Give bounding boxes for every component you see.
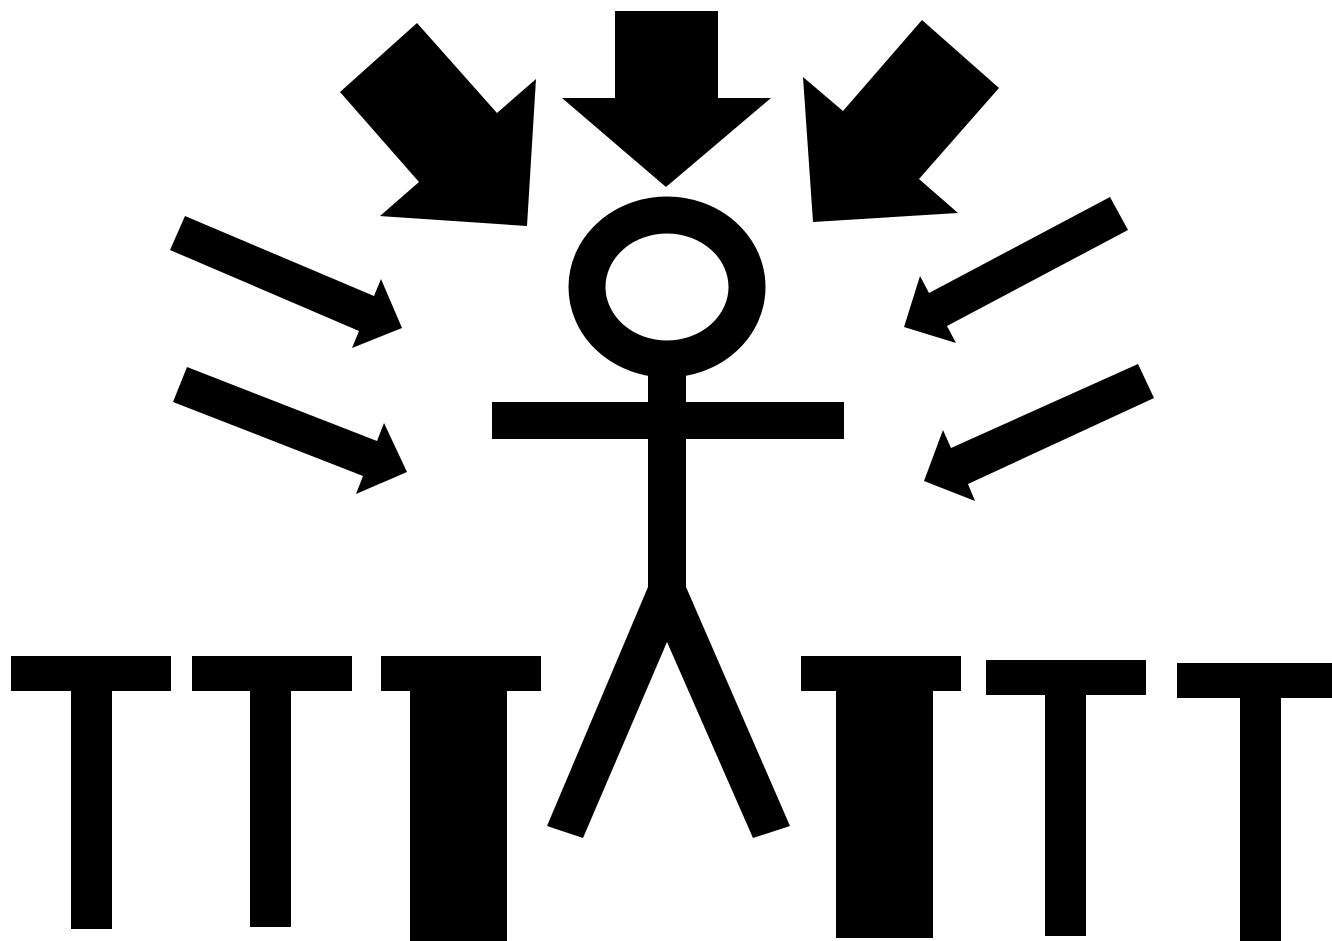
figure-neck (648, 370, 686, 405)
figure-torso (648, 437, 686, 587)
figure-arms (492, 402, 844, 439)
